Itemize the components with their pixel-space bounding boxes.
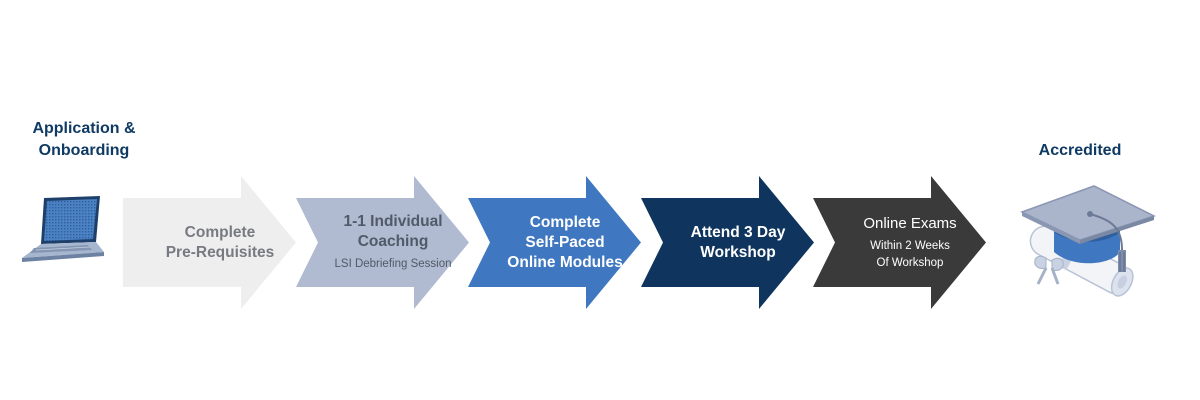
graduation-cap-diploma-icon <box>1020 185 1156 297</box>
step-title: Online Exams <box>863 214 957 232</box>
step-title: 1-1 Individual Coaching <box>343 213 443 250</box>
step-arrow-workshop: Attend 3 Day Workshop <box>641 176 816 309</box>
step-arrow-coaching: 1-1 Individual Coaching LSI Debriefing S… <box>296 176 471 309</box>
laptop-icon <box>22 196 104 262</box>
step-title: Complete Self-Paced Online Modules <box>507 213 623 271</box>
step-arrow-online-modules: Complete Self-Paced Online Modules <box>468 176 643 309</box>
step-label-application-onboarding: Application & Onboarding <box>32 120 136 159</box>
step-arrow-online-exams: Online Exams Within 2 Weeks Of Workshop <box>813 176 988 309</box>
step-subtitle: LSI Debriefing Session <box>334 258 452 270</box>
step-label-accredited: Accredited <box>1038 142 1122 159</box>
step-arrow-prerequisites: Complete Pre-Requisites <box>123 176 298 309</box>
step-title: Complete Pre-Requisites <box>165 223 275 261</box>
step-title: Attend 3 Day Workshop <box>690 223 786 261</box>
step-subtitle: Within 2 Weeks Of Workshop <box>870 239 950 269</box>
